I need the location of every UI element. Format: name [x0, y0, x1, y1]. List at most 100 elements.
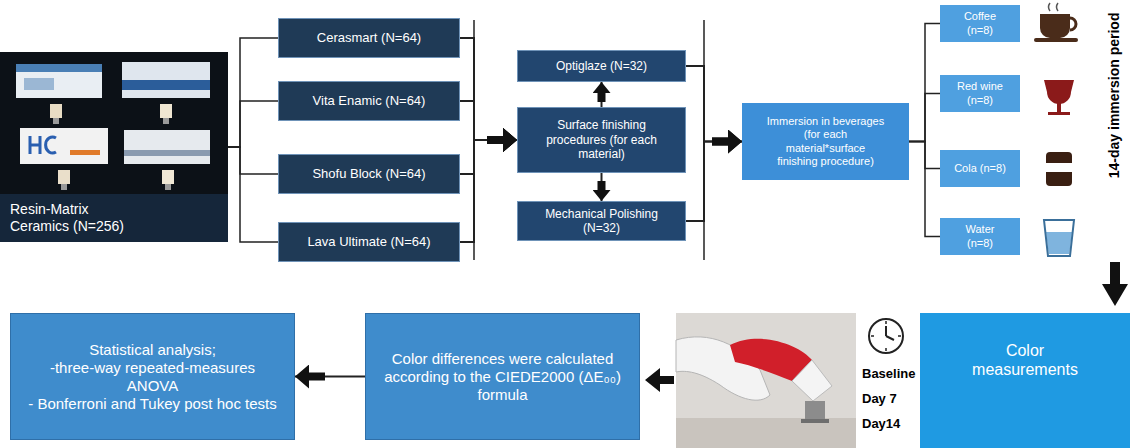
box-label: Cerasmart (N=64) [317, 30, 421, 46]
material-box: Lava Ultimate (N=64) [278, 222, 460, 262]
ceramics-photo-part [0, 52, 228, 242]
coffee-icon-part [1034, 38, 1078, 42]
bracket-connector [228, 101, 278, 147]
ceramics-photo-part [16, 64, 102, 98]
bracket-connector [228, 147, 278, 242]
box-label: Color differences were calculated accord… [380, 350, 625, 404]
box-label: Cola (n=8) [954, 162, 1006, 175]
ceramics-photo-part [122, 62, 210, 98]
beverage-box: Red wine (n=8) [940, 75, 1020, 112]
beverage-box: Coffee (n=8) [940, 5, 1020, 42]
box-label: Immersion in beverages (for each materia… [766, 115, 885, 168]
ceramics-photo-part [61, 184, 67, 190]
process-box: Statistical analysis;-three-way repeated… [10, 313, 295, 440]
material-box: Shofu Block (N=64) [278, 154, 460, 194]
cola-can-icon [1046, 152, 1072, 186]
wine-glass-icon [1044, 80, 1074, 115]
wine-glass-icon-part [1057, 103, 1061, 113]
arrow-connector [460, 38, 517, 140]
process-box: Mechanical Polishing (N=32) [517, 201, 686, 241]
ceramics-photo-part [122, 80, 210, 90]
process-box: Color differences were calculated accord… [365, 313, 640, 440]
time-point-label: Day 7 [862, 391, 897, 407]
block-arrow-part [1102, 262, 1128, 306]
box-label: Optiglaze (N=32) [556, 59, 647, 73]
arrow-connector [295, 376, 365, 378]
box-label: Resin-Matrix Ceramics (N=256) [0, 194, 228, 242]
ceramics-photo-part [30, 136, 56, 154]
box-label: Statistical analysis; [89, 341, 216, 359]
ceramics-photo-part [24, 78, 54, 90]
ceramics-photo-part [165, 184, 171, 190]
arrow-connector [460, 140, 517, 242]
spectrophotometer-photo-part [676, 313, 856, 448]
box-label: Coffee (n=8) [952, 10, 1008, 36]
beverage-box: Cola (n=8) [940, 150, 1020, 187]
spectrophotometer-photo-part [792, 360, 832, 401]
process-box: Color measurements [920, 313, 1130, 448]
ceramics-photo-part [124, 130, 210, 164]
box-label: Shofu Block (N=64) [312, 166, 425, 182]
bracket-connector [228, 38, 278, 147]
ceramics-photo-part [50, 104, 62, 118]
material-box: Cerasmart (N=64) [278, 18, 460, 58]
ceramics-photo-part [162, 170, 174, 184]
spectrophotometer-photo-part [801, 419, 829, 423]
time-point-label: Day14 [862, 416, 900, 432]
coffee-icon-part [1040, 14, 1070, 38]
water-glass-icon-part [1044, 220, 1074, 256]
box-label: Color measurements [960, 341, 1090, 379]
process-box: Immersion in beverages (for each materia… [742, 103, 909, 180]
coffee-icon-part [1070, 18, 1076, 30]
coffee-icon-part [1049, 3, 1059, 11]
arrow-connector [686, 142, 742, 222]
box-label: Red wine (n=8) [952, 80, 1008, 106]
clock-icon [869, 319, 903, 353]
material-box: Vita Enamic (N=64) [278, 81, 460, 121]
spectrophotometer-photo-part [676, 418, 856, 448]
cola-can-icon-part [1046, 163, 1072, 172]
water-glass-icon-part [1046, 232, 1072, 254]
photo-panel: Resin-Matrix Ceramics (N=256) [0, 52, 228, 242]
arrow-connector [601, 173, 603, 201]
box-label: Mechanical Polishing (N=32) [526, 207, 677, 236]
ceramics-photo-part [160, 104, 172, 118]
wine-glass-icon-part [1044, 80, 1074, 104]
arrow-connector [460, 140, 517, 174]
bracket-connector [909, 24, 940, 142]
ceramics-photo-part [124, 150, 210, 156]
ceramics-photo-part [16, 64, 102, 72]
box-label: Lava Ultimate (N=64) [307, 234, 430, 250]
ceramics-photo-part [53, 118, 59, 124]
bracket-connector [228, 147, 278, 174]
arrow-connector [686, 66, 742, 142]
box-line: -three-way repeated-measures ANOVA [25, 359, 280, 395]
arrow-connector [601, 82, 603, 107]
ceramics-photo-part [163, 118, 169, 124]
period-label: 14-day immersion period [1106, 12, 1123, 178]
clock-icon-part [871, 321, 901, 351]
water-glass-icon [1044, 220, 1074, 256]
bracket-connector [909, 94, 940, 142]
beverage-box: Water (n=8) [940, 218, 1020, 255]
ceramics-photo-part [70, 150, 100, 155]
box-label: Water (n=8) [952, 223, 1008, 249]
clock-icon-part [869, 319, 903, 353]
time-point-label: Baseline [862, 366, 915, 382]
spectrophotometer-photo-part [805, 401, 825, 421]
block-arrow-part [645, 368, 674, 392]
cola-can-icon-part [1046, 152, 1072, 186]
box-label: Surface finishing procedures (for each m… [526, 118, 677, 161]
wine-glass-icon-part [1048, 112, 1070, 115]
ceramics-photo [0, 52, 228, 242]
process-box: Surface finishing procedures (for each m… [517, 107, 686, 173]
box-line: - Bonferroni and Tukey post hoc tests [28, 395, 276, 413]
ceramics-photo-part [20, 128, 108, 164]
coffee-icon [1034, 3, 1078, 42]
process-box: Optiglaze (N=32) [517, 50, 686, 82]
clock-icon-part [886, 326, 894, 340]
spectrophotometer-photo [676, 313, 856, 448]
bracket-connector [909, 142, 940, 237]
ceramics-photo-part [58, 170, 70, 184]
